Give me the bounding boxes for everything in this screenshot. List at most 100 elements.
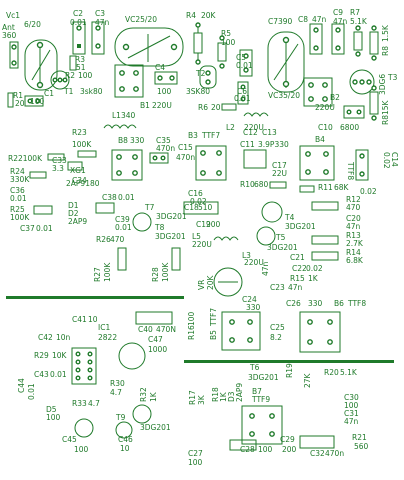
r12-resistor: [311, 201, 339, 211]
r4-resistor: [193, 22, 203, 65]
t1-label: T1: [63, 87, 74, 96]
r5-value: 100: [221, 38, 236, 47]
r20-label: R20: [324, 368, 339, 377]
r11-resistor: [299, 185, 315, 193]
c37-value: 0.01: [36, 224, 53, 233]
ic1-label: IC1: [98, 323, 110, 332]
b8-value: 330: [130, 136, 145, 145]
c18-value: 510: [198, 203, 213, 212]
c32-capacitor: [299, 435, 335, 449]
r8-resistor: [369, 25, 379, 61]
r16-value: 100: [187, 311, 196, 326]
c10-capacitor: [343, 105, 365, 119]
r25-resistor: [33, 205, 53, 215]
r815-resistor: [369, 85, 379, 121]
t5-transistor: [256, 226, 276, 246]
r26-value: 470: [110, 235, 125, 244]
b7-label: B7: [252, 387, 262, 396]
l2-value: 220U: [244, 123, 264, 132]
b1-value: 220U: [152, 101, 172, 110]
c26-value: 330: [308, 299, 323, 308]
r29-value: 10K: [52, 351, 68, 360]
l2-inductor: [243, 112, 269, 117]
c22-label: C22: [292, 264, 307, 273]
c35-label: C35: [156, 136, 171, 145]
c15-value: 470n: [176, 153, 195, 162]
t9-transistor: [132, 404, 152, 424]
r23-label: R23: [72, 128, 87, 137]
r3-value: 51: [76, 63, 86, 72]
vc1-value: 6/20: [24, 20, 41, 29]
t9-label: T9: [115, 413, 126, 422]
b2-label: B2: [330, 93, 340, 102]
r11-label: R11: [318, 183, 333, 192]
c34-label: C34: [72, 176, 87, 185]
c14-label: C14: [390, 152, 399, 167]
r6-value: 20: [211, 103, 221, 112]
r21-value: 560: [354, 442, 369, 451]
t4-label: T4: [284, 213, 295, 222]
t8-label: T8: [154, 223, 165, 232]
c39-value: 0.01: [115, 223, 132, 232]
c45-electrolytic: [74, 418, 94, 438]
vc2-variable-capacitor: [114, 27, 184, 67]
r22-resistor: [47, 153, 65, 161]
b5-coil: [221, 311, 261, 351]
c36-label: C36: [10, 186, 25, 195]
r2-value: 100: [78, 71, 93, 80]
b2-coil: [303, 77, 333, 107]
c42-label: C42: [38, 333, 53, 342]
b4-value: TTF8: [346, 161, 355, 180]
r26-label: R26: [96, 235, 111, 244]
c35-capacitor: [149, 152, 169, 164]
c2-value: 0.01: [70, 18, 87, 27]
d5-label: D5: [46, 405, 57, 414]
t8-value: 3DG201: [155, 232, 186, 241]
r5-resistor: [217, 35, 227, 69]
r6-label: R6: [198, 103, 208, 112]
d2-label: D2: [68, 209, 79, 218]
l1-label: L1340: [112, 111, 135, 120]
r5-label: R5: [221, 29, 231, 38]
c10-label: C10: [318, 123, 333, 132]
r2-label: R2: [65, 71, 75, 80]
c17-value: 22U: [272, 169, 287, 178]
c4-capacitor: [154, 71, 178, 85]
c43-label: C43: [34, 370, 49, 379]
c13-label: C13: [262, 128, 277, 137]
c7390-label: C7390: [268, 17, 293, 26]
c32-value: 470n: [325, 449, 344, 458]
xg1-crystal: [67, 161, 83, 171]
vr-value: 20K: [206, 274, 215, 290]
r22-label: R22100K: [8, 154, 43, 163]
c3-value: 47n: [95, 18, 110, 27]
r10-resistor: [269, 181, 287, 189]
r16-label: R16: [187, 325, 196, 340]
l5-value: 220U: [192, 240, 212, 249]
c6-label: C6: [237, 87, 247, 96]
c45-value: 100: [74, 445, 89, 454]
c25-value: 8.2: [270, 333, 282, 342]
ant-label: Ant: [2, 23, 15, 32]
c4-label: C4: [155, 63, 165, 72]
r10-value: 680: [254, 180, 269, 189]
c44-value: 0.01: [27, 383, 36, 400]
b1-label: B1: [140, 101, 150, 110]
r8-label: R8: [381, 46, 390, 56]
t2b-transistor: [199, 65, 217, 89]
b8-coil: [111, 149, 143, 181]
c9-value: 47n: [333, 17, 348, 26]
c15-label: C15: [178, 143, 193, 152]
b3-label: B3: [188, 131, 198, 140]
c20-label: C20: [346, 214, 361, 223]
c47-value: 1000: [148, 345, 167, 354]
d3-value: 2AP9: [235, 383, 244, 402]
t3-transistor: [349, 69, 375, 95]
l5-inductor: [213, 236, 239, 241]
r4-value: 20K: [201, 11, 217, 20]
vc1-variable-capacitor: [24, 39, 58, 91]
r4-label: R4: [186, 11, 196, 20]
c46-electrolytic: [115, 421, 133, 439]
r3-resistor: [69, 55, 77, 71]
